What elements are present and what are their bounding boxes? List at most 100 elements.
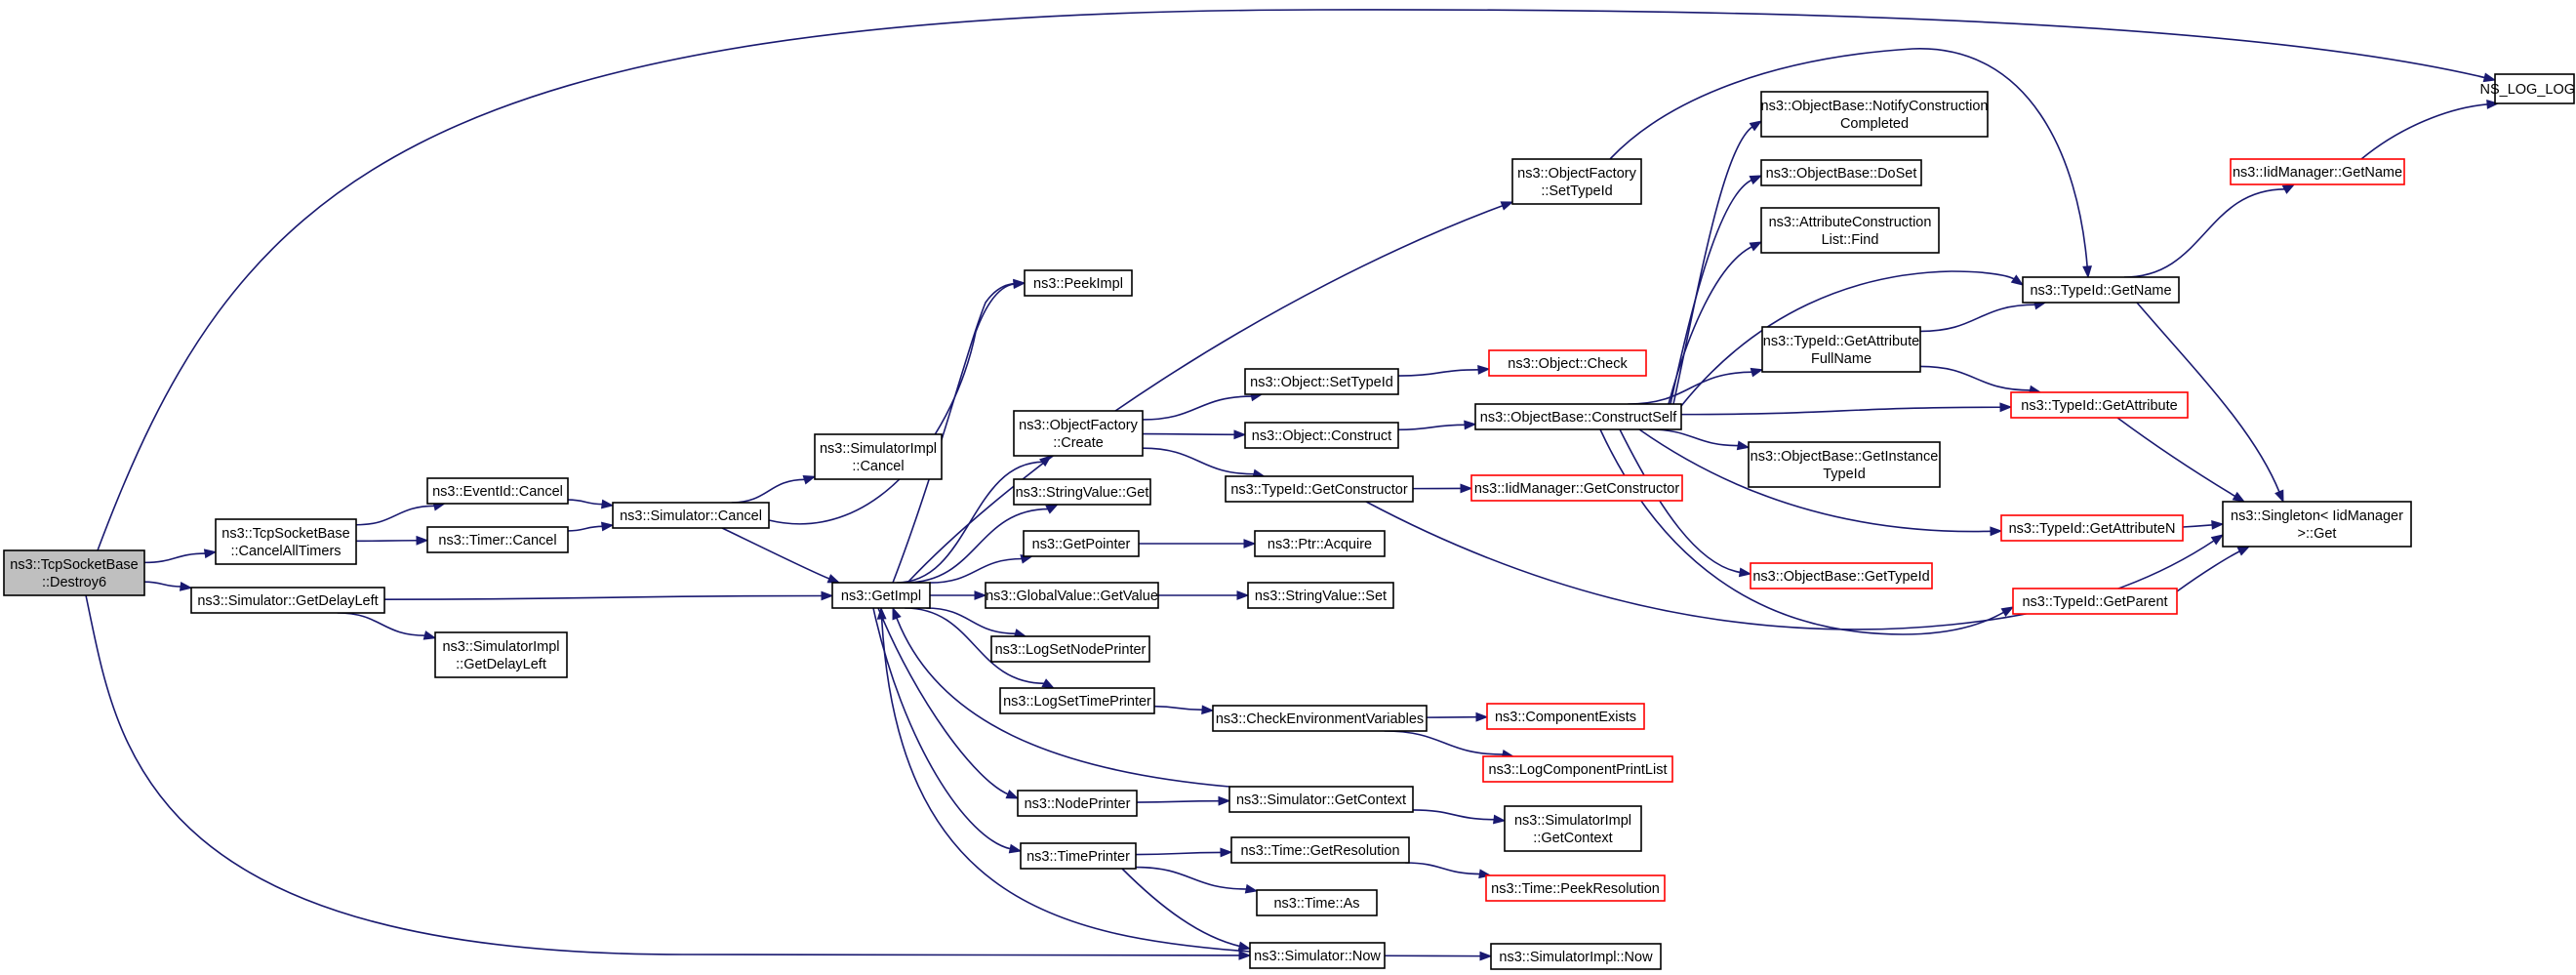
function-node-label: ns3::SimulatorImpl::Now [1499,950,1653,965]
function-node-logComponentPrintList[interactable]: ns3::LogComponentPrintList [1482,755,1673,783]
function-node-peekImpl[interactable]: ns3::PeekImpl [1024,269,1133,297]
call-edge [567,499,615,509]
function-node-objFactorySetTypeId[interactable]: ns3::ObjectFactory::SetTypeId [1511,158,1642,205]
call-edge-line [1397,424,1467,431]
call-edge-line [1619,428,1742,574]
call-edge-line [85,594,1241,956]
call-edge-line [1153,705,1204,711]
function-node-simGetContext[interactable]: ns3::Simulator::GetContext [1228,786,1414,813]
function-node-label: ns3::PeekImpl [1033,276,1123,292]
call-edge-line [1405,862,1481,875]
function-node-simCancel[interactable]: ns3::Simulator::Cancel [612,502,770,529]
call-edge-line [337,612,426,637]
call-edge-line [1628,371,1753,405]
function-node-logSetNodePrinter[interactable]: ns3::LogSetNodePrinter [990,635,1150,663]
function-node-objFactoryCreate[interactable]: ns3::ObjectFactory::Create [1013,410,1144,457]
call-edge [906,504,1059,584]
function-node-simImplCancel[interactable]: ns3::SimulatorImpl::Cancel [814,433,943,480]
function-node-objBaseConstructSelf[interactable]: ns3::ObjectBase::ConstructSelf [1474,403,1682,430]
function-node-eventIdCancel[interactable]: ns3::EventId::Cancel [426,477,569,505]
function-node-label: ns3::TypeId::GetAttribute [1763,334,1919,349]
function-node-box [1490,943,1662,970]
function-node-label: ns3::TimePrinter [1026,849,1130,865]
call-graph-nodes: ns3::TcpSocketBase::Destroy6ns3::TcpSock… [3,73,2576,970]
function-node-box [1013,410,1144,457]
function-node-typeIdGetParent[interactable]: ns3::TypeId::GetParent [2012,588,2178,615]
function-node-objBaseNotifyConstruction[interactable]: ns3::ObjectBase::NotifyConstructionCompl… [1760,91,1989,138]
function-node-nodePrinter[interactable]: ns3::NodePrinter [1017,790,1138,817]
function-node-objBaseDoSet[interactable]: ns3::ObjectBase::DoSet [1760,159,1922,186]
function-node-typeIdGetAttributeN[interactable]: ns3::TypeId::GetAttributeN [2000,514,2184,542]
function-node-simImplNow[interactable]: ns3::SimulatorImpl::Now [1490,943,1662,970]
function-node-objSetTypeId[interactable]: ns3::Object::SetTypeId [1244,368,1399,395]
function-node-timePrinter[interactable]: ns3::TimePrinter [1020,842,1137,870]
function-node-timeAs[interactable]: ns3::Time::As [1256,889,1378,916]
function-node-label: ::Destroy6 [42,575,106,590]
function-node-box [1760,207,1940,254]
call-edge-line [2116,417,2236,498]
call-edge-line [1397,369,1480,377]
function-node-globalValueGetValue[interactable]: ns3::GlobalValue::GetValue [985,582,1159,609]
function-node-simGetDelayLeft[interactable]: ns3::Simulator::GetDelayLeft [190,587,385,614]
call-edge-arrowhead [1201,705,1215,715]
function-node-simNow[interactable]: ns3::Simulator::Now [1249,942,1386,969]
call-edge-arrowhead [1236,590,1250,600]
function-node-logSetTimePrinter[interactable]: ns3::LogSetTimePrinter [999,687,1155,714]
call-edge [1121,868,1252,952]
function-node-label: ns3::GetPointer [1032,537,1131,552]
function-node-iidGetConstructor[interactable]: ns3::IidManager::GetConstructor [1470,474,1683,502]
call-edge-arrowhead [1218,795,1231,806]
call-edge-arrowhead [876,606,887,620]
call-edge-line [1384,730,1505,755]
call-edge-line [2176,549,2241,592]
function-node-checkEnvVars[interactable]: ns3::CheckEnvironmentVariables [1212,705,1428,732]
function-node-iidGetName[interactable]: ns3::IidManager::GetName [2230,158,2405,185]
function-node-label: ns3::SimulatorImpl [820,441,937,457]
function-node-stringValueGet[interactable]: ns3::StringValue::Get [1013,478,1151,506]
function-node-getImpl[interactable]: ns3::GetImpl [831,582,931,609]
function-node-objConstruct[interactable]: ns3::Object::Construct [1244,422,1399,449]
function-node-typeIdGetName[interactable]: ns3::TypeId::GetName [2022,276,2180,304]
call-edge-arrowhead [2210,534,2225,546]
function-node-label: ns3::Simulator::Cancel [620,508,762,524]
function-node-getPointer[interactable]: ns3::GetPointer [1023,530,1140,557]
function-node-componentExists[interactable]: ns3::ComponentExists [1486,703,1645,730]
call-edge-line [1412,809,1496,821]
function-node-typeIdGetConstructor[interactable]: ns3::TypeId::GetConstructor [1225,475,1414,503]
call-edge-line [1648,428,1740,447]
call-edge-line [355,505,436,526]
function-node-label: ns3::Singleton< IidManager [2231,508,2403,524]
function-node-box [1254,530,1386,557]
function-node-simImplGetContext[interactable]: ns3::SimulatorImpl::GetContext [1504,805,1642,852]
function-node-label: ns3::ObjectBase::GetTypeId [1752,569,1929,585]
function-node-tcpDestroy6[interactable]: ns3::TcpSocketBase::Destroy6 [3,549,145,596]
call-edge-arrowhead [423,630,437,640]
call-edge [1680,270,2025,407]
call-edge-arrowhead [821,590,834,601]
function-node-objCheck[interactable]: ns3::Object::Check [1488,349,1647,377]
call-edge-line [906,204,1504,584]
function-node-label: ns3::Time::GetResolution [1240,843,1399,859]
function-node-box [1761,326,1921,373]
call-edge [143,581,193,591]
call-edge-arrowhead [2482,72,2497,83]
function-node-timerCancel[interactable]: ns3::Timer::Cancel [426,526,569,553]
call-edge [1135,847,1233,858]
function-node-box [1760,159,1922,186]
function-node-simImplGetDelayLeft[interactable]: ns3::SimulatorImpl::GetDelayLeft [434,631,568,678]
function-node-timeGetResolution[interactable]: ns3::Time::GetResolution [1230,836,1410,864]
function-node-objBaseGetTypeId[interactable]: ns3::ObjectBase::GetTypeId [1750,562,1933,589]
function-node-nsLogLogic[interactable]: NS_LOG_LOGIC [2479,73,2576,104]
function-node-typeIdGetAttribute[interactable]: ns3::TypeId::GetAttribute [2010,391,2189,419]
function-node-label: ns3::ObjectFactory [1517,166,1636,182]
function-node-label: ns3::TcpSocketBase [221,526,349,542]
function-node-singletonGet[interactable]: ns3::Singleton< IidManager >::Get [2222,501,2412,548]
function-node-stringValueSet[interactable]: ns3::StringValue::Set [1247,582,1394,609]
function-node-ptrAcquire[interactable]: ns3::Ptr::Acquire [1254,530,1386,557]
function-node-cancelAllTimers[interactable]: ns3::TcpSocketBase::CancelAllTimers [215,518,357,565]
function-node-timePeekResolution[interactable]: ns3::Time::PeekResolution [1485,874,1666,902]
function-node-box [1748,441,1941,488]
